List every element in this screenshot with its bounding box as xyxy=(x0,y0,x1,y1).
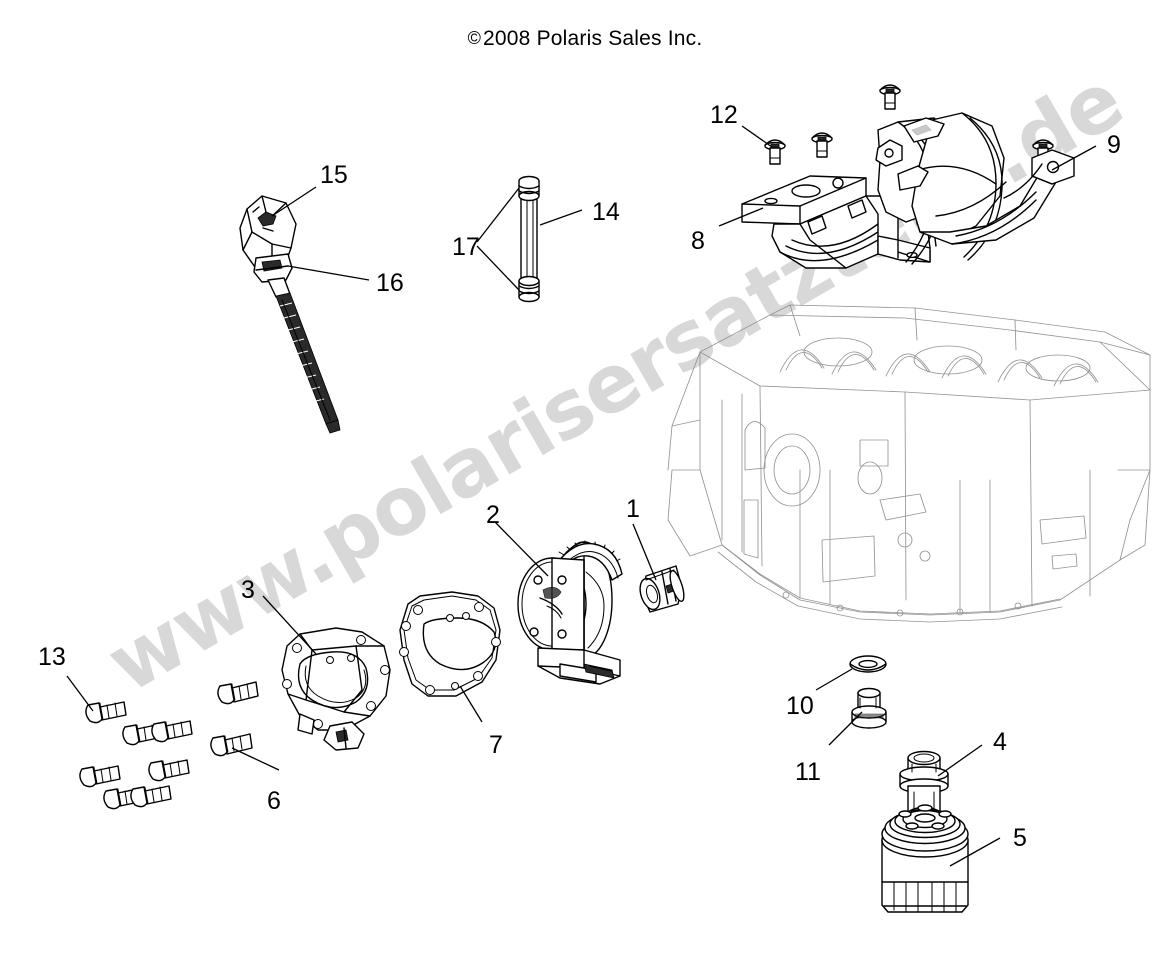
flange-bolt xyxy=(79,765,121,788)
leader-line-17a xyxy=(476,187,520,243)
flange-bolt xyxy=(85,701,127,724)
exhaust-heat-shield xyxy=(875,112,1075,265)
oil-pump-mounting-bolt-group xyxy=(210,681,259,757)
flange-bolt-group xyxy=(79,701,193,810)
shield-mounting-screw xyxy=(764,139,786,165)
callout-11[interactable]: 11 xyxy=(795,758,821,786)
callout-8[interactable]: 8 xyxy=(691,227,705,255)
callout-1[interactable]: 1 xyxy=(626,495,640,523)
callout-7[interactable]: 7 xyxy=(489,731,503,759)
callout-3[interactable]: 3 xyxy=(241,576,255,604)
copyright-symbol: © xyxy=(467,28,482,48)
flange-bolt xyxy=(148,759,190,782)
leader-line-5 xyxy=(949,837,1001,867)
callout-2[interactable]: 2 xyxy=(486,501,500,529)
oil-filter xyxy=(881,804,969,913)
callout-15[interactable]: 15 xyxy=(320,161,348,189)
leader-line-14 xyxy=(539,209,583,226)
leader-line-3 xyxy=(262,595,317,655)
leader-line-16 xyxy=(287,265,370,281)
callout-13[interactable]: 13 xyxy=(38,643,66,671)
callout-5[interactable]: 5 xyxy=(1013,824,1027,852)
oil-pump-mounting-bolt xyxy=(217,681,259,705)
oil-pump-assembly xyxy=(517,540,623,685)
callout-10[interactable]: 10 xyxy=(786,692,814,720)
callout-9[interactable]: 9 xyxy=(1107,131,1121,159)
copyright-notice: ©2008 Polaris Sales Inc. xyxy=(0,27,1170,51)
leader-line-12 xyxy=(741,125,773,148)
oil-level-dipstick xyxy=(239,195,341,434)
callout-16[interactable]: 16 xyxy=(376,269,404,297)
shield-mounting-screw xyxy=(879,84,901,110)
flange-bolt xyxy=(130,785,172,808)
oil-pump-mounting-bolt xyxy=(210,733,253,757)
leader-line-17b xyxy=(476,245,520,291)
leader-line-7 xyxy=(459,685,483,723)
callout-14[interactable]: 14 xyxy=(592,198,620,226)
callout-12[interactable]: 12 xyxy=(710,101,738,129)
leader-line-8 xyxy=(718,207,764,227)
oil-pump-gasket xyxy=(399,591,501,697)
leader-line-2 xyxy=(494,521,549,577)
leader-line-15 xyxy=(271,186,317,217)
leader-line-1 xyxy=(632,523,657,581)
flange-bolt xyxy=(151,720,193,743)
leader-line-6 xyxy=(231,747,280,771)
dipstick-tube xyxy=(518,175,540,303)
callout-6[interactable]: 6 xyxy=(267,787,281,815)
leader-line-13 xyxy=(66,675,94,712)
leader-line-11 xyxy=(828,711,863,746)
engine-crankcase-reference xyxy=(667,304,1151,623)
oil-pressure-relief-valve xyxy=(639,565,685,613)
shield-mounting-screw xyxy=(811,132,833,158)
sealing-washer xyxy=(849,655,887,673)
leader-line-9 xyxy=(1051,145,1097,171)
heat-shield-bracket xyxy=(741,175,937,269)
leader-line-10 xyxy=(815,668,853,691)
copyright-text: 2008 Polaris Sales Inc. xyxy=(483,27,703,50)
callout-4[interactable]: 4 xyxy=(993,728,1007,756)
oil-filter-fitting xyxy=(851,687,887,729)
leader-line-4 xyxy=(937,744,983,777)
callout-17[interactable]: 17 xyxy=(452,233,480,261)
oil-pump-cover-plate xyxy=(281,627,391,751)
